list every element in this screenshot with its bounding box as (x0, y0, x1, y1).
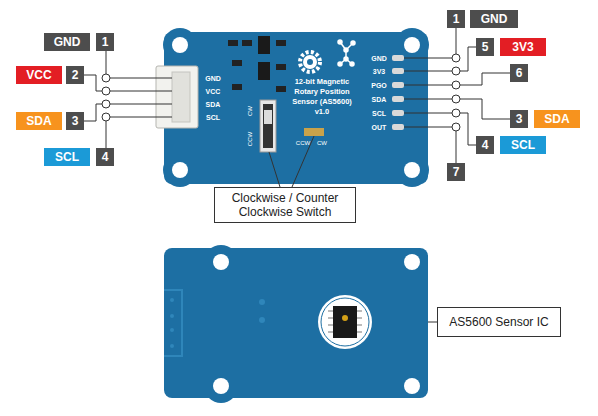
callout-number: 7 (447, 163, 465, 181)
chip-mark (342, 315, 348, 321)
solder-pads (304, 128, 324, 136)
as5600-chip (333, 306, 357, 338)
through-holes (170, 298, 265, 348)
callout-text: AS5600 Sensor IC (449, 315, 548, 329)
silkscreen-pin: SCL (202, 112, 224, 122)
mounting-hole (213, 254, 229, 270)
top-board (156, 28, 429, 187)
board-title: Sensor (AS5600) (288, 96, 356, 106)
sensor-ring (321, 298, 369, 346)
callout-number: 1 (447, 10, 465, 28)
board-title: 12-bit Magnetic (288, 76, 356, 86)
pin-name: SCL (500, 136, 546, 154)
resistor (276, 64, 286, 70)
sensor-area (318, 295, 372, 349)
pin-name: 3V3 (500, 38, 546, 56)
pin-name: SDA (16, 112, 62, 130)
switch-marking: CW (245, 101, 255, 121)
pin-name: GND (470, 10, 518, 28)
resistor (228, 40, 238, 46)
callout-number: 4 (96, 148, 114, 166)
pin-name: SCL (44, 148, 90, 166)
gear-logo (307, 59, 313, 65)
silkscreen-pin: PGO (367, 80, 391, 90)
silkscreen-pin: VCC (202, 86, 224, 96)
mounting-hole (404, 378, 420, 394)
mounting-hole (404, 37, 420, 53)
board-title: v1.0 (288, 106, 356, 116)
connector-outline (164, 290, 182, 356)
pin-name: SDA (534, 110, 580, 128)
gear-logo (300, 52, 320, 72)
transistor (258, 36, 270, 54)
silkscreen-pin: SDA (367, 94, 391, 104)
mounting-hole (213, 378, 229, 394)
pin-name: VCC (16, 66, 62, 84)
gear-logo (303, 55, 317, 69)
seeed-logo (338, 40, 355, 66)
silkscreen-pin: 3V3 (367, 66, 391, 76)
callout-box: Clockwise / Counter Clockwise Switch (214, 187, 356, 223)
slide-switch (260, 100, 276, 152)
mounting-hole (404, 254, 420, 270)
header-pads (392, 55, 404, 130)
callout-text: Clockwise / Counter Clockwise Switch (221, 191, 349, 219)
connector-slot (172, 72, 190, 122)
transistor (258, 62, 270, 80)
pcb (164, 248, 428, 398)
callout-box: AS5600 Sensor IC (437, 307, 561, 337)
grove-connector (156, 66, 198, 128)
switch-slider (264, 110, 272, 124)
pcb (164, 32, 428, 184)
callout-number: 5 (476, 38, 494, 56)
silkscreen-pin: SDA (202, 99, 224, 109)
switch-marking: CCW (245, 129, 255, 149)
pad-marking: CCW (294, 138, 312, 147)
pad-marking: CW (314, 138, 330, 147)
resistor (276, 40, 286, 46)
silkscreen-pin: OUT (367, 122, 391, 132)
silkscreen-pin: SCL (367, 108, 391, 118)
resistor (242, 40, 252, 46)
callout-number: 3 (66, 112, 84, 130)
mounting-hole (404, 162, 420, 178)
pin-name: GND (44, 33, 90, 51)
resistor (276, 86, 286, 92)
resistor (232, 60, 242, 66)
pin-circles (102, 54, 460, 131)
callout-number: 3 (510, 110, 528, 128)
callout-number: 2 (66, 66, 84, 84)
board-title: Rotary Position (288, 86, 356, 96)
silkscreen-pin: GND (202, 73, 224, 83)
bottom-board (164, 245, 428, 403)
mounting-hole (172, 162, 188, 178)
callout-number: 6 (510, 64, 528, 82)
mounting-hole (172, 37, 188, 53)
callout-number: 1 (96, 33, 114, 51)
silkscreen-pin: GND (367, 53, 391, 63)
resistor (232, 84, 242, 90)
callout-number: 4 (476, 136, 494, 154)
switch-body (263, 104, 273, 148)
